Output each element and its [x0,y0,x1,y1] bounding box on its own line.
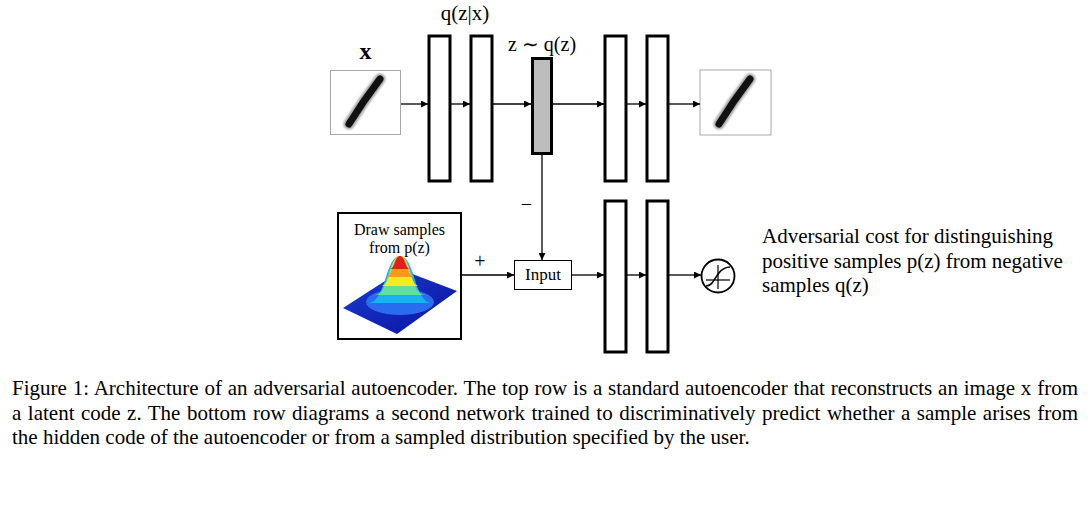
discriminator-layer [647,201,668,352]
prior-sampler-box: Draw samples from p(z) [337,212,462,340]
arrow [669,274,701,275]
network-layers [429,36,668,352]
connector-arrow [462,274,514,275]
arrow [493,103,531,104]
sigmoid-symbol [702,260,735,293]
surface-band [381,256,419,286]
sign-label: + [474,251,485,271]
decoder-layer [647,36,668,181]
image-frame [700,70,771,135]
sign-label: − [521,194,532,214]
digit-blur [349,79,380,124]
figure-caption: Figure 1: Architecture of an adversarial… [12,376,1078,450]
gaussian-surface-plot [343,256,457,334]
input-digit-image [349,79,380,124]
decoder-layer [605,36,626,181]
input-box: Input [514,260,572,290]
sigmoid-circle [702,260,735,293]
sigmoid-axis [717,265,718,289]
arrow [553,103,604,104]
arrow [572,274,604,275]
arrow [451,103,470,104]
arrow [627,103,646,104]
surface-band [366,289,434,315]
digit-stroke [719,79,750,124]
node-heading: x [360,38,372,65]
digit-stroke [349,79,380,124]
discriminator-layer [605,201,626,352]
surface-band [368,256,432,303]
surface-band [375,256,425,295]
node-text: Draw samples from p(z) [339,214,460,257]
digit-blur [719,79,750,124]
encoder-layer [471,36,492,181]
output-digit-image [700,70,771,135]
node-text: Input [525,265,561,285]
arrow [627,274,646,275]
surface-band [390,256,410,269]
wires [401,104,701,275]
surface-band [386,256,414,277]
arrow [401,103,428,104]
sigmoid-axis [706,279,730,280]
arrow [669,103,700,104]
surface-base [343,270,457,334]
encoder-layer [429,36,450,181]
connector-arrow [541,155,542,260]
sigmoid-curve [706,267,730,286]
distribution-label: q(z|x) [430,0,500,26]
latent-code-layer: z ∼ q(z) [531,57,553,155]
image-frame: x [330,70,401,135]
node-heading: z ∼ q(z) [508,32,576,56]
adversarial-cost-note: Adversarial cost for distinguishing posi… [762,224,1084,298]
